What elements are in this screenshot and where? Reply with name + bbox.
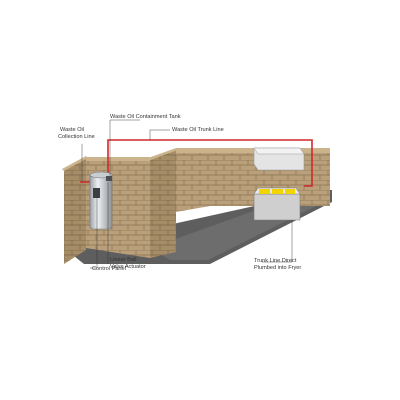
left-side-wall	[64, 158, 86, 264]
fryer-oil-1	[259, 189, 270, 194]
label-waste-oil-containment-tank: Waste Oil Containment Tank	[110, 114, 181, 120]
waste-oil-containment-tank	[89, 174, 113, 230]
waste-oil-trunk-line	[107, 139, 313, 187]
control-panel	[93, 188, 100, 198]
kitchen-hood-top	[253, 147, 305, 155]
label-waste-oil-trunk-line: Waste Oil Trunk Line	[172, 127, 224, 133]
partition-wall-cap	[148, 148, 178, 160]
label-waste-oil-collection-line-2: Collection Line	[58, 134, 95, 140]
fryer-bank	[253, 193, 301, 221]
label-waste-oil-collection-line-1: Waste Oil	[60, 127, 84, 133]
label-linear-ball-valve-actuator-1: Linear Ball	[110, 257, 136, 263]
left-room-wall-cap	[86, 157, 150, 161]
partition-wall	[150, 150, 176, 258]
leader-lines	[81, 119, 293, 269]
label-linear-ball-valve-actuator-2: Valve Actuator	[110, 264, 146, 270]
fryer-oil-3	[285, 189, 295, 194]
label-control-panel: Control Panel	[92, 266, 126, 272]
left-side-wall-cap	[62, 156, 88, 171]
linear-ball-valve-actuator	[106, 176, 112, 181]
back-brick-wall	[176, 152, 330, 212]
label-trunk-line-direct-1: Trunk Line Direct	[254, 258, 297, 264]
fryer-oil-2	[272, 189, 283, 194]
back-wall-cap	[176, 148, 330, 153]
label-trunk-line-direct-2: Plumbed into Fryer	[254, 265, 301, 271]
